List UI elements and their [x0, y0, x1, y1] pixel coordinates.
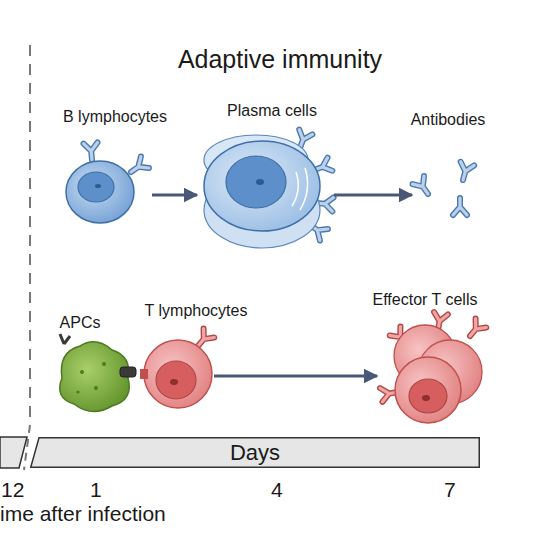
time-tick: 4	[271, 478, 283, 501]
effector-t-cell-node: Effector T cells	[380, 318, 480, 424]
apc-cell	[60, 334, 136, 412]
cell-label: T lymphocytes	[145, 302, 248, 320]
flow-arrow	[214, 375, 377, 378]
time-tick: 12	[1, 478, 24, 501]
antibody-node: Antibodies	[415, 155, 485, 217]
b-lymphocyte-node: B lymphocytes	[65, 155, 150, 227]
plasma-cell-node: Plasma cells	[200, 135, 332, 247]
cell-label: APCs	[60, 314, 101, 332]
time-tick: 1	[90, 478, 102, 501]
axis-title: ime after infection	[0, 502, 166, 525]
diagram-title: Adaptive immunity	[178, 46, 382, 74]
flow-arrow	[334, 194, 412, 197]
timeline-bar	[0, 437, 27, 468]
effector-t-cell	[380, 312, 486, 423]
timeline-band: Days	[30, 437, 480, 468]
apc-node: APCs	[55, 338, 135, 412]
t-cell	[140, 328, 214, 408]
antibody	[413, 162, 475, 215]
cell-label: Antibodies	[411, 111, 486, 129]
b-cell	[66, 142, 149, 223]
band-label: Days	[30, 437, 480, 468]
time-tick: 7	[444, 478, 456, 501]
cell-label: Effector T cells	[373, 291, 478, 309]
cell-label: Plasma cells	[227, 102, 317, 120]
flow-arrow	[152, 194, 197, 197]
cell-label: B lymphocytes	[63, 108, 167, 126]
plasma-cell	[204, 130, 334, 248]
t-lymphocyte-node: T lymphocytes	[142, 338, 212, 410]
phase-divider	[29, 45, 31, 425]
